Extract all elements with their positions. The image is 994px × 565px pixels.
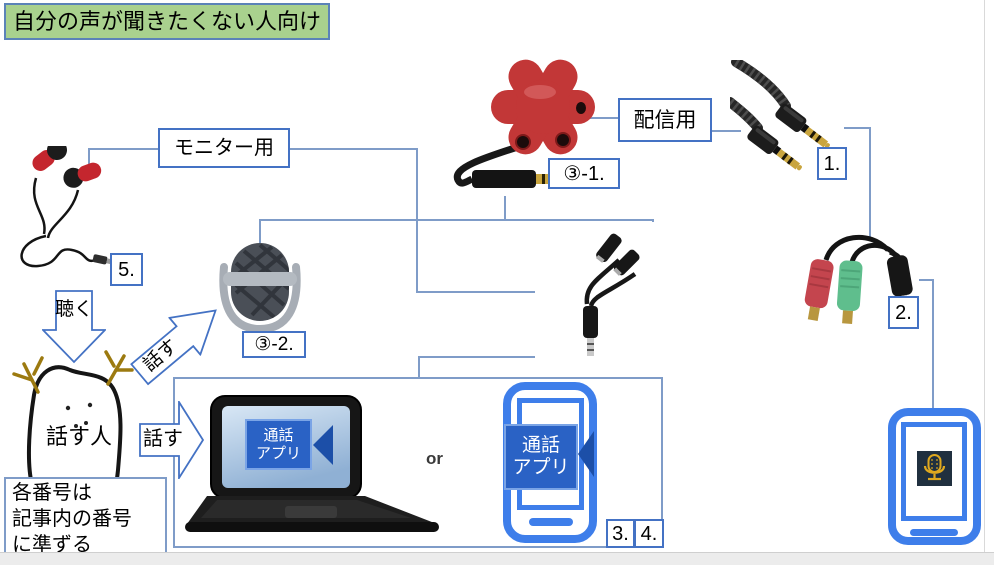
connector-ysplit-down (418, 356, 420, 378)
call-app-line1: 通話 (521, 435, 560, 457)
label-aux-cable: 1. (817, 147, 847, 180)
connector-earphone-h (88, 148, 159, 150)
note-line: 記事内の番号 (12, 507, 132, 530)
label-monitor: モニター用 (158, 128, 290, 168)
video-call-app-tile: 通話 アプリ (504, 424, 578, 490)
connector-cable1-v (869, 127, 871, 240)
connector-cable1-h (844, 127, 871, 129)
note-line: 各番号は (12, 481, 92, 504)
right-arrow-icon (139, 401, 205, 479)
video-call-app-tile: 通話 アプリ (245, 419, 312, 470)
headset-splitter-icon (804, 234, 913, 324)
connector-hub-v (504, 196, 506, 220)
label-earphones: 5. (110, 253, 143, 286)
splitter-hub-icon (453, 59, 595, 188)
connector-mic-v (259, 219, 261, 250)
right-arrow-icon: 話す (123, 290, 233, 394)
home-bar (910, 529, 958, 536)
connector-monitor-right (289, 148, 418, 150)
connector-earphone-v (88, 148, 90, 167)
connector-ysplit-h (418, 356, 593, 358)
connector-splitter2-v (932, 279, 934, 408)
mic-app-icon (917, 451, 952, 486)
call-app-line2: アプリ (512, 457, 570, 478)
window-bottom-edge (0, 552, 994, 565)
label-splitter-hub: ③-1. (548, 158, 620, 189)
label-microphone: ③-2. (242, 331, 306, 358)
video-camera-icon (578, 431, 594, 477)
apps-group-box (173, 377, 663, 548)
connector-broadcast-left (590, 117, 620, 119)
aux-cable-icon (730, 60, 830, 171)
window-right-edge (984, 0, 985, 552)
home-bar (529, 518, 573, 526)
or-label: or (426, 449, 443, 468)
listen-arrow-label: 聴く (54, 299, 93, 320)
video-camera-icon (313, 425, 333, 465)
speak-lower-label: 話す (143, 428, 183, 450)
connector-splitter2-h (919, 279, 934, 281)
connector-broadcast-right (711, 130, 741, 132)
note-box: 各番号は 記事内の番号 に準ずる (4, 477, 167, 560)
label-pc-app: 3. (606, 519, 635, 548)
label-headset-splitter: 2. (888, 296, 919, 329)
down-arrow-icon (42, 290, 106, 364)
call-app-line1: 通話 (263, 426, 294, 444)
microphone-icon (219, 243, 301, 339)
label-phone-app: 4. (634, 519, 664, 548)
page-title: 自分の声が聞きたくない人向け (4, 3, 330, 40)
connector-mid-h (259, 219, 654, 221)
label-broadcast: 配信用 (618, 98, 712, 142)
call-app-line2: アプリ (255, 444, 301, 462)
y-splitter-icon (535, 222, 655, 364)
note-line: に準ずる (12, 533, 92, 556)
person-label: 話す人 (46, 424, 113, 449)
